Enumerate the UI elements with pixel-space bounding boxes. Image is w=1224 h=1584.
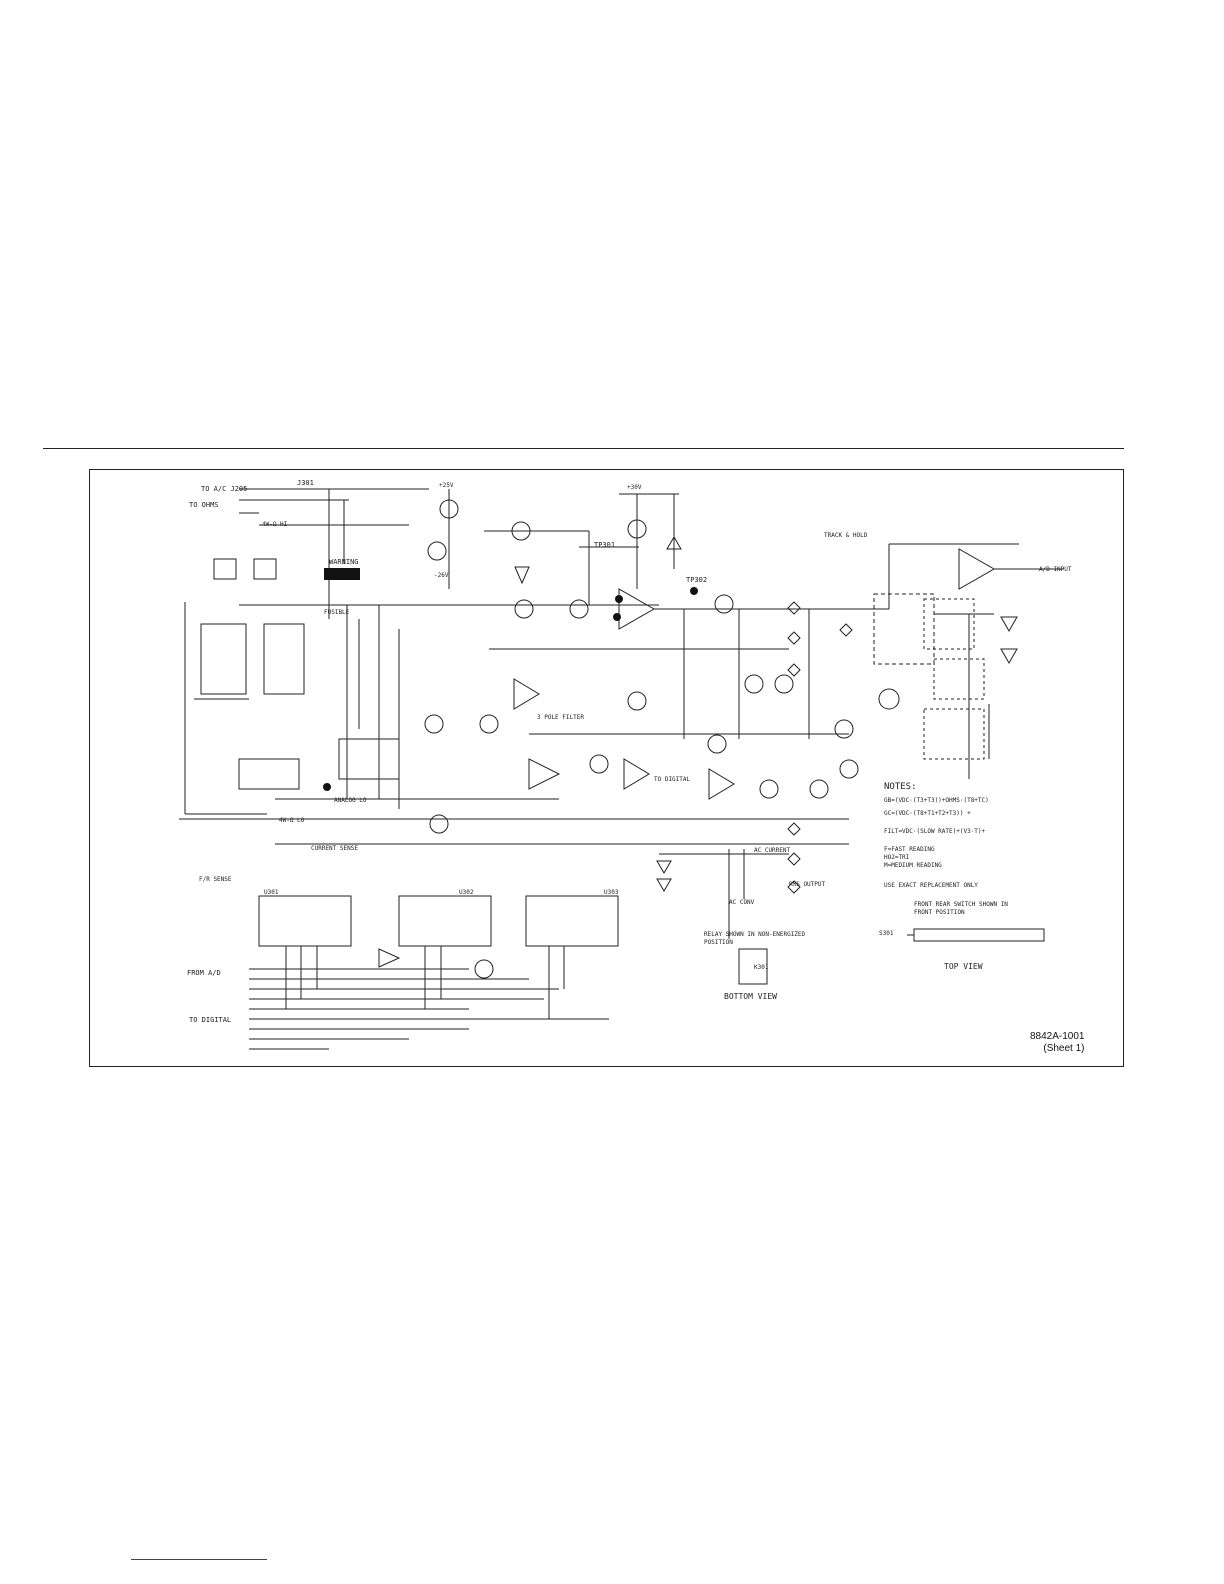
svg-text:U301: U301: [264, 889, 279, 896]
svg-text:4W-Ω LO: 4W-Ω LO: [279, 817, 305, 824]
svg-text:S301: S301: [879, 930, 894, 937]
svg-text:F/R SENSE: F/R SENSE: [199, 876, 232, 883]
svg-text:3 POLE FILTER: 3 POLE FILTER: [537, 714, 584, 721]
svg-text:WARNING: WARNING: [329, 558, 359, 566]
svg-text:FRONT POSITION: FRONT POSITION: [914, 909, 965, 916]
svg-text:M=MEDIUM READING: M=MEDIUM READING: [884, 862, 942, 869]
schematic-frame: [89, 469, 1124, 1067]
svg-text:USE EXACT REPLACEMENT ONLY: USE EXACT REPLACEMENT ONLY: [884, 882, 978, 889]
svg-text:TP302: TP302: [686, 576, 707, 584]
svg-text:+25V: +25V: [439, 482, 454, 489]
svg-text:U302: U302: [459, 889, 474, 896]
svg-text:TO DIGITAL: TO DIGITAL: [189, 1016, 231, 1024]
svg-text:TO OHMS: TO OHMS: [189, 501, 219, 509]
svg-text:AC CURRENT: AC CURRENT: [754, 847, 791, 854]
svg-text:K301: K301: [754, 964, 769, 971]
figure-id: 8842A-1001: [1030, 1031, 1085, 1042]
svg-text:POSITION: POSITION: [704, 939, 733, 946]
svg-text:-26V: -26V: [434, 572, 449, 579]
svg-text:TO A/C J205: TO A/C J205: [201, 485, 247, 493]
svg-text:AC CONV: AC CONV: [729, 899, 755, 906]
svg-text:TOP VIEW: TOP VIEW: [944, 962, 983, 971]
figure-caption: 8842A-1001 (Sheet 1): [1030, 1031, 1085, 1055]
svg-text:NOTES:: NOTES:: [884, 782, 917, 792]
svg-text:4W-Ω HI: 4W-Ω HI: [262, 521, 288, 528]
svg-text:J301: J301: [297, 479, 314, 487]
header-rule: [43, 448, 1124, 449]
schematic-diagram: TO A/C J205 TO OHMS J301 WARNING FUSIBLE…: [179, 479, 1072, 1050]
svg-text:+30V: +30V: [627, 484, 642, 491]
svg-text:CURRENT SENSE: CURRENT SENSE: [311, 845, 358, 852]
svg-text:GB=(VDC·(T3+T3))+OHMS·(T8+TC): GB=(VDC·(T3+T3))+OHMS·(T8+TC): [884, 797, 989, 804]
figure-sheet: (Sheet 1): [1043, 1043, 1085, 1054]
svg-text:U303: U303: [604, 889, 619, 896]
svg-text:FILT=VDC·(SLOW RATE)+(V3·T)+: FILT=VDC·(SLOW RATE)+(V3·T)+: [884, 828, 986, 835]
svg-text:ANALOG LO: ANALOG LO: [334, 797, 367, 804]
svg-text:RMS OUTPUT: RMS OUTPUT: [789, 881, 826, 888]
svg-text:TO DIGITAL: TO DIGITAL: [654, 776, 691, 783]
svg-text:TRACK & HOLD: TRACK & HOLD: [824, 532, 868, 539]
svg-text:A/D INPUT: A/D INPUT: [1039, 566, 1072, 573]
svg-text:GC=(VDC·(T8+T1+T2+T3)) +: GC=(VDC·(T8+T1+T2+T3)) +: [884, 810, 971, 817]
svg-text:TP301: TP301: [594, 541, 615, 549]
svg-text:FROM A/D: FROM A/D: [187, 969, 221, 977]
svg-text:RELAY SHOWN IN NON-ENERGIZED: RELAY SHOWN IN NON-ENERGIZED: [704, 931, 806, 938]
footer-link-underline[interactable]: [131, 1559, 267, 1560]
svg-text:FRONT REAR SWITCH SHOWN IN: FRONT REAR SWITCH SHOWN IN: [914, 901, 1008, 908]
svg-text:F=FAST READING: F=FAST READING: [884, 846, 935, 853]
svg-text:HO2=TRI: HO2=TRI: [884, 854, 910, 861]
svg-text:FUSIBLE: FUSIBLE: [324, 609, 350, 616]
svg-text:BOTTOM VIEW: BOTTOM VIEW: [724, 992, 777, 1001]
